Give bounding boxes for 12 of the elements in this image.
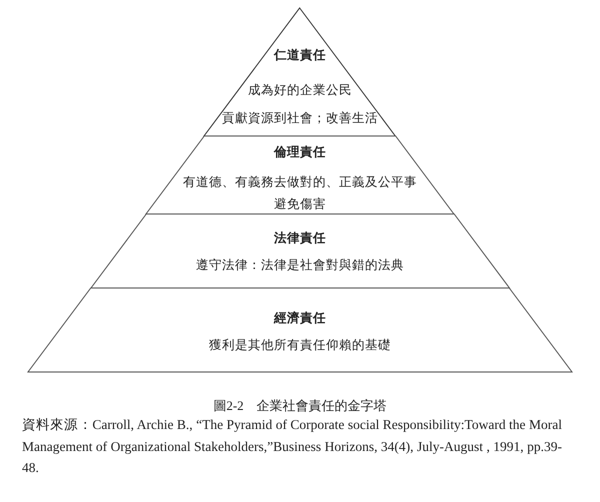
tier-heading: 法律責任 bbox=[274, 230, 326, 246]
tier-heading: 經濟責任 bbox=[274, 310, 326, 326]
tier-description: 貢獻資源到社會；改善生活 bbox=[222, 110, 378, 126]
source-note: 資料來源：Carroll, Archie B., “The Pyramid of Corporate social Responsibility:Toward the Moral Management of Organizational Stakeholders,”Business Horizons, 34(4), July-August , 1991, pp.39-48. bbox=[22, 416, 562, 477]
tier-description: 有道德、有義務去做對的、正義及公平事 bbox=[182, 174, 417, 190]
tier-heading: 倫理責任 bbox=[274, 144, 326, 160]
tier-description: 避免傷害 bbox=[274, 196, 326, 212]
figure-caption: 圖2-2 企業社會責任的金字塔 bbox=[212, 397, 388, 415]
tier-description: 成為好的企業公民 bbox=[248, 82, 352, 98]
tier-description: 獲利是其他所有責任仰賴的基礎 bbox=[209, 337, 391, 353]
tier-heading: 仁道責任 bbox=[274, 47, 326, 63]
tier-description: 遵守法律：法律是社會對與錯的法典 bbox=[196, 257, 404, 273]
